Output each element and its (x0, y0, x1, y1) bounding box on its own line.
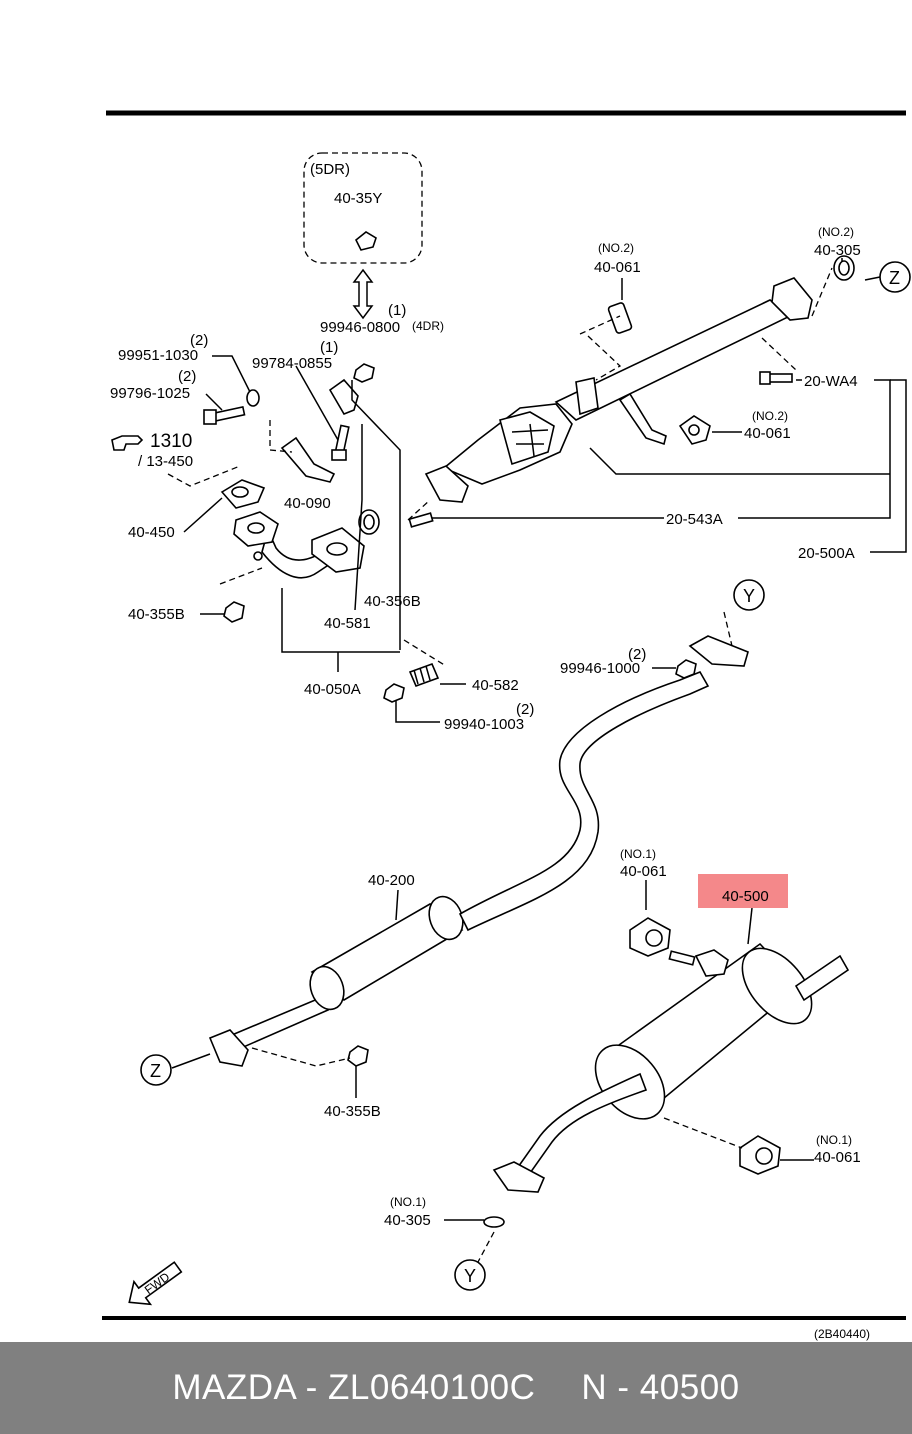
bolt-silencer (668, 950, 696, 966)
label-40-061-mid: 40-061 (744, 425, 791, 442)
nut-99940-1003 (383, 683, 405, 703)
hanger-40-061-mid (678, 415, 711, 445)
diagram-reference: N - 40500 (581, 1368, 740, 1407)
label-99946-0800-note: (4DR) (412, 319, 444, 333)
hanger-40-061-no1-upper (629, 917, 671, 957)
label-40-061-no1-upper-tag: (NO.1) (620, 847, 656, 861)
label-99940-1003: 99940-1003 (444, 716, 524, 733)
ref-circle-z-upper: Z (864, 261, 911, 293)
main-silencer-40-500 (492, 942, 850, 1193)
bolt-20-wa4 (759, 371, 793, 385)
svg-text:Z: Z (889, 268, 900, 288)
fwd-arrow-icon: FWD (128, 1261, 183, 1306)
label-40-061-no1-lower-tag: (NO.1) (816, 1133, 852, 1147)
label-40-090: 40-090 (284, 495, 331, 512)
bracket-40-090 (280, 436, 336, 483)
nut-99946-1000 (675, 659, 697, 679)
label-99784-0855-qty: (1) (320, 339, 338, 356)
label-40-500: 40-500 (722, 888, 769, 905)
gasket-40-305-lower (483, 1216, 505, 1228)
gasket-40-356b (358, 509, 380, 535)
bolt-99796-1025 (203, 406, 246, 425)
label-40-355b-front: 40-355B (128, 606, 185, 623)
label-40-305-upper: 40-305 (814, 242, 861, 259)
middle-pipe-40-200 (208, 635, 749, 1067)
bolt-99784-0855 (331, 424, 350, 461)
spring-40-582 (408, 662, 440, 688)
hanger-clip-5dr (354, 231, 377, 251)
label-40-061-mid-tag: (NO.2) (752, 409, 788, 423)
label-99796-1025: 99796-1025 (110, 385, 190, 402)
stud-20-543a (408, 512, 434, 528)
washer-99951-1030 (246, 389, 260, 407)
label-40-356b: 40-356B (364, 593, 421, 610)
hanger-40-061-no1-lower (739, 1135, 781, 1175)
svg-text:Z: Z (150, 1061, 161, 1081)
label-40-305-lower: 40-305 (384, 1212, 431, 1229)
nut-40-355b-front (223, 601, 245, 623)
label-20-500a: 20-500A (798, 545, 855, 562)
gasket-40-305-upper (833, 255, 855, 281)
hanger-40-061-upper (607, 302, 633, 334)
label-99946-0800: 99946-0800 (320, 319, 400, 336)
label-1310: 1310 (150, 431, 192, 452)
label-40-305-lower-tag: (NO.1) (390, 1195, 426, 1209)
variant-box-part: 40-35Y (334, 190, 382, 207)
label-40-355b-lower: 40-355B (324, 1103, 381, 1120)
label-20-wa4: 20-WA4 (804, 373, 858, 390)
svg-text:Y: Y (743, 586, 755, 606)
label-40-061-no1-upper: 40-061 (620, 863, 667, 880)
label-40-305-upper-tag: (NO.2) (818, 225, 854, 239)
ref-circle-y-upper: Y (733, 579, 765, 611)
label-13-450: / 13-450 (138, 453, 193, 470)
pointing-hand-icon (111, 435, 144, 451)
label-40-200: 40-200 (368, 872, 415, 889)
part-info-footer: MAZDA - ZL0640100C N - 40500 (0, 1342, 912, 1434)
ref-circle-y-lower: Y (454, 1259, 486, 1291)
clamp-part (328, 378, 359, 415)
catalytic-converter (424, 277, 813, 503)
label-40-450: 40-450 (128, 524, 175, 541)
double-arrow (352, 268, 374, 320)
brand-part-number: MAZDA - ZL0640100C (172, 1368, 536, 1407)
label-99951-1030-qty: (2) (190, 332, 208, 349)
label-99784-0855: 99784-0855 (252, 355, 332, 372)
label-40-582: 40-582 (472, 677, 519, 694)
label-20-543a: 20-543A (666, 511, 723, 528)
label-40-050a: 40-050A (304, 681, 361, 698)
reference-code: (2B40440) (814, 1327, 870, 1341)
label-99796-1025-qty: (2) (178, 368, 196, 385)
svg-text:Y: Y (464, 1266, 476, 1286)
label-40-061-upper-tag: (NO.2) (598, 241, 634, 255)
front-pipe-assembly (233, 511, 365, 579)
label-40-061-no1-lower: 40-061 (814, 1149, 861, 1166)
label-99946-0800-qty: (1) (388, 302, 406, 319)
exhaust-system-diagram: (5DR) 40-35Y (102, 110, 911, 1341)
label-40-581: 40-581 (324, 615, 371, 632)
label-99946-1000-qty: (2) (628, 646, 646, 663)
ref-circle-z-lower: Z (140, 1053, 211, 1086)
nut-99946-0800 (353, 363, 375, 383)
nut-40-355b-lower (347, 1045, 369, 1067)
label-99940-1003-qty: (2) (516, 701, 534, 718)
highlight-40-500 (698, 874, 788, 908)
gasket-40-450 (220, 479, 266, 509)
label-99951-1030: 99951-1030 (118, 347, 198, 364)
variant-box (303, 152, 423, 264)
variant-box-title: (5DR) (310, 161, 350, 178)
label-40-061-upper: 40-061 (594, 259, 641, 276)
label-99946-1000: 99946-1000 (560, 660, 640, 677)
